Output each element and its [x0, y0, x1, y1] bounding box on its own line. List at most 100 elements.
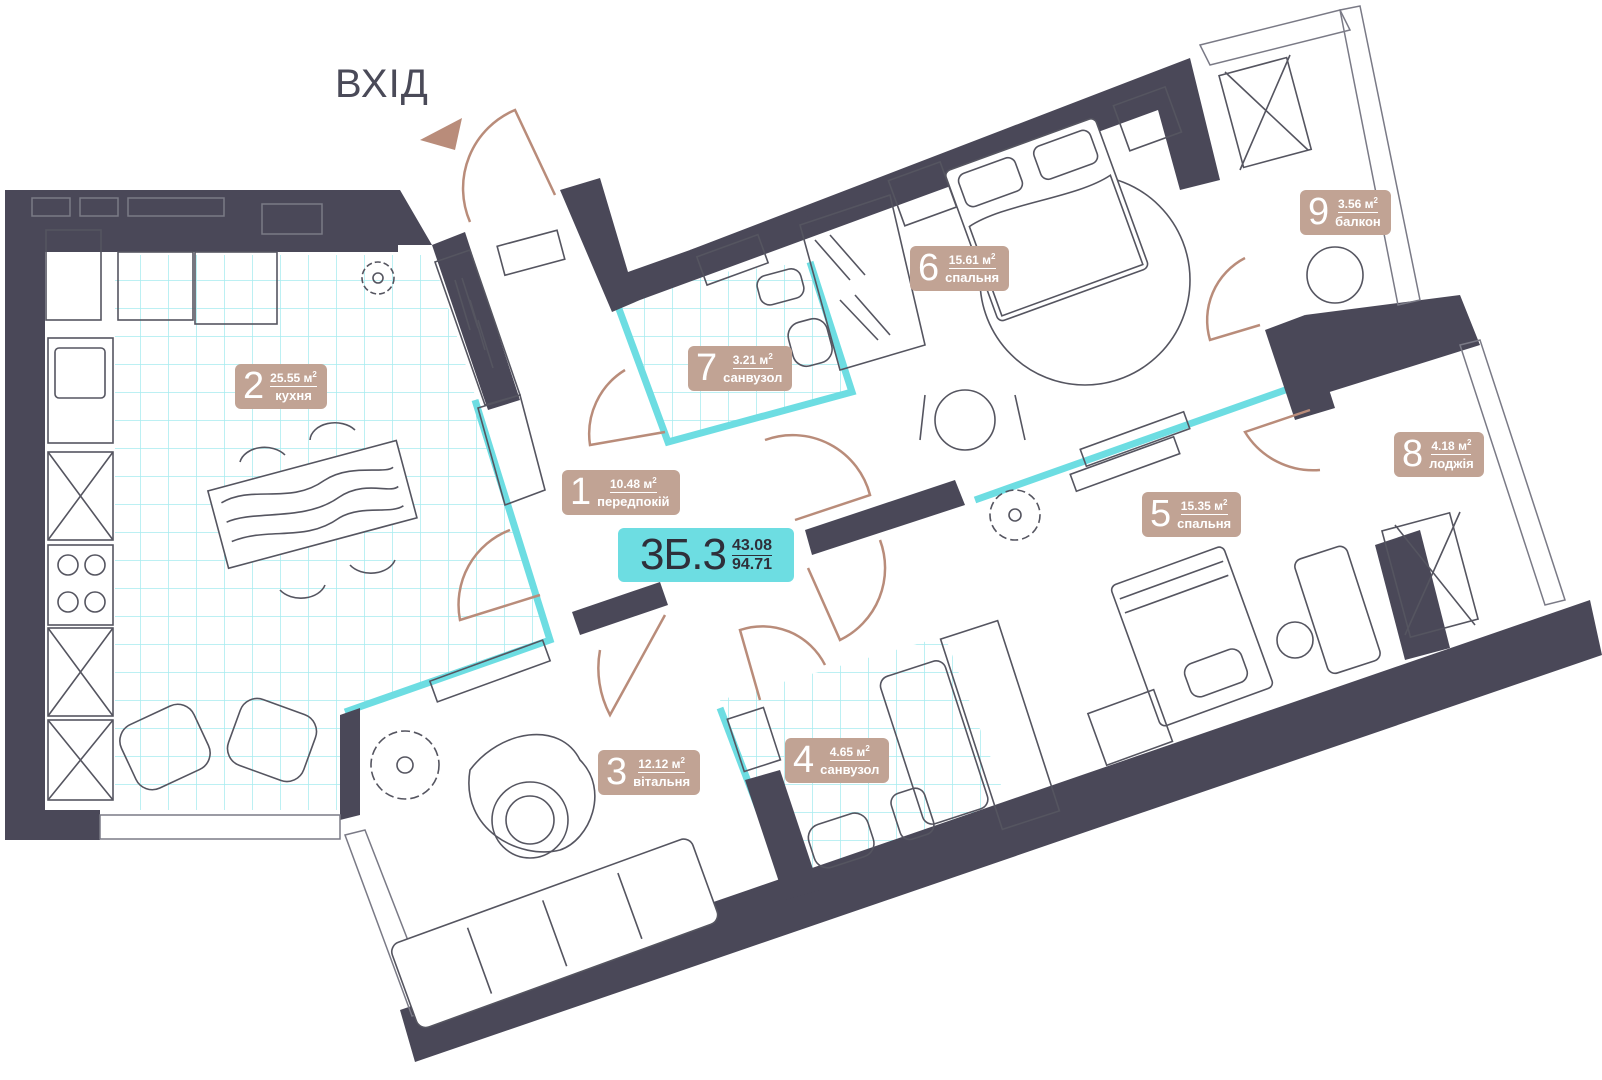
area-unit-exp: 2: [768, 351, 773, 361]
burner: [57, 554, 79, 576]
area-unit-exp: 2: [991, 251, 996, 261]
balcony-chair: [1306, 246, 1364, 304]
area-unit: м: [1214, 498, 1224, 513]
room-name: балкон: [1335, 213, 1381, 229]
entrance-arrow-icon: [420, 118, 462, 150]
room-name: лоджія: [1429, 455, 1474, 471]
cabinet-3-cross: [47, 719, 114, 801]
room-name: санвузол: [723, 369, 783, 385]
room-meta: 10.48 м2 передпокій: [597, 476, 669, 509]
blanket: [968, 174, 1144, 317]
dresser-5: [1086, 688, 1174, 767]
bath-4-cabinet: [939, 619, 1061, 831]
room-number: 3: [606, 751, 628, 793]
entrance-label: ВХІД: [335, 62, 429, 106]
cabinet-3: [47, 719, 114, 801]
room-area: 15.35 м2: [1180, 497, 1228, 515]
room-meta: 4.65 м2 санвузол: [820, 744, 879, 777]
area-unit-exp: 2: [1223, 497, 1228, 507]
room-area-value: 12.12: [638, 756, 669, 771]
washer-7: [695, 233, 770, 287]
round-table-6: [934, 389, 996, 451]
wardrobe-6: [799, 193, 926, 371]
bed-5-pillow: [1183, 648, 1249, 698]
room-label-6: 6 15.61 м2 спальня: [910, 246, 1010, 291]
bed-5-blanket: [1119, 560, 1229, 614]
tv-stand-2: [1069, 435, 1181, 493]
room-name: кухня: [275, 387, 312, 403]
plant-leaves: [361, 261, 395, 295]
toilet-icon: [756, 268, 805, 306]
room-label-7: 7 3.21 м2 санвузол: [688, 346, 793, 391]
apartment-badge: 3Б.3 43.08 94.71: [618, 528, 794, 582]
kitchen-tile-edge: [343, 398, 555, 716]
room-meta: 25.55 м2 кухня: [270, 370, 317, 403]
living-door-icon: [597, 614, 667, 718]
room-number: 6: [918, 247, 940, 289]
pillow-1: [957, 156, 1024, 208]
area-unit: м: [759, 352, 769, 367]
area-unit-exp: 2: [680, 755, 685, 765]
bed-5-frame: [1110, 546, 1274, 727]
area-unit-exp: 2: [1373, 195, 1378, 205]
bath-4-door-icon: [738, 625, 827, 701]
cabinet-2-cross: [47, 627, 114, 717]
coffee-table: [491, 781, 569, 859]
room-number: 9: [1308, 191, 1330, 233]
bath-7-north-wall: [690, 210, 815, 275]
room-area-value: 4.18: [1431, 438, 1455, 453]
tv-unit-living: [428, 639, 552, 703]
fridge: [45, 229, 102, 321]
sink-icon: [807, 812, 875, 869]
room-label-8: 8 4.18 м2 лоджія: [1394, 432, 1484, 477]
toilet-icon: [890, 787, 935, 841]
room-number: 5: [1150, 493, 1172, 535]
pillow-2: [1032, 129, 1099, 181]
room-number: 4: [793, 739, 815, 781]
area-unit: м: [671, 756, 681, 771]
room-number: 2: [243, 365, 265, 407]
room-meta: 15.35 м2 спальня: [1177, 498, 1231, 531]
room-name: спальня: [1177, 515, 1232, 531]
room-label-3: 3 12.12 м2 вітальня: [598, 750, 701, 795]
room-area-value: 15.61: [948, 252, 979, 267]
counter-top-1: [117, 251, 194, 321]
kitchen-window-south: [99, 814, 341, 840]
plant-5-leaves: [989, 489, 1041, 541]
bath-7-door-icon: [587, 368, 666, 447]
chair-4: [349, 559, 396, 574]
living-north-wall: [572, 582, 668, 635]
wardrobe-6-hangers: [814, 234, 891, 341]
room-name: спальня: [945, 269, 1000, 285]
room-area: 25.55 м2: [270, 370, 317, 387]
room-meta: 15.61 м2 спальня: [945, 252, 999, 285]
area-unit: м: [982, 252, 992, 267]
loggia-window: [1459, 339, 1566, 606]
armchair-icon: [119, 703, 211, 791]
area-unit: м: [1458, 438, 1467, 453]
apartment-living-area: 43.08: [732, 536, 773, 556]
dining-table: [206, 439, 418, 570]
doors: [457, 108, 1321, 718]
area-unit: м: [856, 744, 866, 759]
burner: [57, 591, 79, 613]
tiled-floors: [115, 255, 1015, 892]
cabinet-1-cross: [47, 451, 114, 541]
bedroom-6-door-icon: [764, 433, 872, 522]
loggia-table: [1380, 511, 1480, 639]
loggia-table-cross: [1394, 511, 1476, 636]
kitchen-window-top-1: [31, 197, 71, 217]
kitchen-window-top-2: [79, 197, 119, 217]
chair-1: [239, 446, 286, 463]
chair-6a: [919, 394, 1026, 441]
plant-living-core: [396, 756, 414, 774]
kitchen-window-top-4: [261, 203, 323, 235]
room-label-1: 1 10.48 м2 передпокій: [562, 470, 680, 515]
cabinet-2: [47, 627, 114, 717]
bath-4-west-wall: [745, 770, 820, 900]
armchair-icon: [226, 697, 318, 783]
bedroom-5-outer-wall: [1375, 530, 1450, 660]
room-meta: 12.12 м2 вітальня: [633, 756, 690, 789]
